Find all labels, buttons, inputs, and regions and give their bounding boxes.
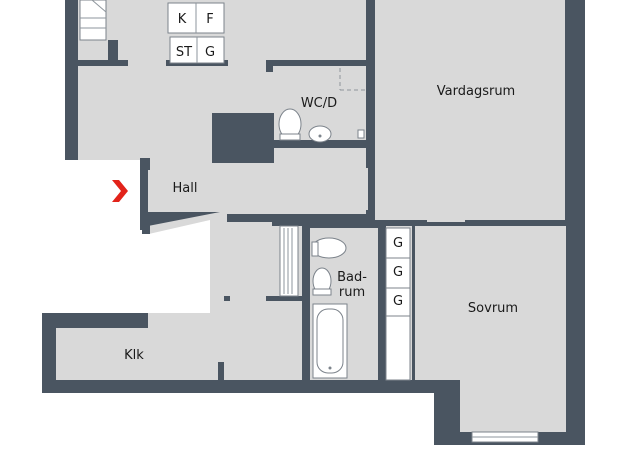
kitchen-unit-st: ST bbox=[176, 45, 192, 60]
closet-g-3: G bbox=[393, 294, 403, 309]
room-label-wcd: WC/D bbox=[301, 96, 337, 111]
room-labels: Vardagsrum WC/D Hall Bad- rum Sovrum Klk bbox=[124, 84, 518, 363]
interior-walls bbox=[78, 0, 565, 382]
room-label-vardagsrum: Vardagsrum bbox=[437, 84, 515, 99]
kitchen-unit-k: K bbox=[178, 12, 187, 27]
closet-g-2: G bbox=[393, 265, 403, 280]
bathroom-fixtures bbox=[279, 225, 348, 379]
kitchen-units: K F ST G bbox=[167, 2, 225, 64]
entrance-arrow-icon bbox=[112, 180, 128, 202]
floors bbox=[56, 0, 566, 432]
kitchen-unit-f: F bbox=[206, 12, 213, 27]
room-label-badrum-1: Bad- bbox=[337, 270, 367, 285]
stair-fixture bbox=[79, 0, 107, 41]
room-label-badrum-2: rum bbox=[339, 285, 365, 300]
kitchen-unit-g: G bbox=[205, 45, 215, 60]
sovrum-window bbox=[471, 431, 539, 443]
closets: G G G bbox=[385, 227, 411, 381]
room-label-sovrum: Sovrum bbox=[468, 301, 518, 316]
room-label-klk: Klk bbox=[124, 348, 144, 363]
room-label-hall: Hall bbox=[173, 181, 198, 196]
wc-fixtures bbox=[278, 68, 365, 143]
closet-g-1: G bbox=[393, 236, 403, 251]
